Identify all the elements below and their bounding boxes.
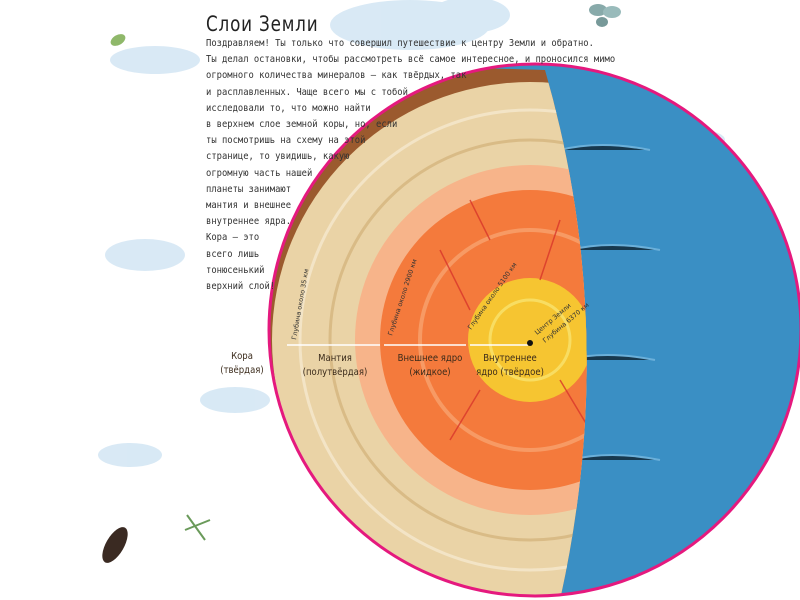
mantle-state: (полутвёрдая): [302, 367, 368, 378]
text-line: ты посмотришь на схему на этой: [206, 135, 366, 147]
text-line: Поздравляем! Ты только что совершил путе…: [206, 38, 594, 49]
inner-core-state: ядро (твёрдое): [476, 367, 544, 378]
inner-core-name: Внутреннее: [483, 353, 537, 364]
text-line: Кора – это: [206, 232, 260, 244]
text-line: Ты делал остановки, чтобы рассмотреть вс…: [206, 54, 616, 66]
text-line: тонюсенький: [206, 264, 265, 276]
text-line: внутреннее ядра.: [206, 216, 292, 228]
mantle-name: Мантия: [318, 353, 352, 364]
crust-state: (твёрдая): [220, 365, 264, 376]
outer-core-name: Внешнее ядро: [397, 353, 463, 364]
text-line: мантия и внешнее: [206, 200, 292, 211]
text-line: всего лишь: [206, 248, 260, 260]
core-veins: [439, 199, 587, 441]
text-line: исследовали то, что можно найти: [206, 102, 371, 114]
label-outer-core: Внешнее ядро (жидкое): [396, 352, 464, 380]
outer-core-ring: [418, 228, 587, 452]
dragonfly-icon: [184, 514, 211, 541]
text-line: в верхнем слое земной коры, но, если: [206, 119, 398, 130]
ocean-waves: [559, 144, 661, 461]
inner-core-ring: [488, 298, 572, 382]
label-inner-core: Внутреннее ядро (твёрдое): [472, 352, 549, 380]
page-title: Слои Земли: [206, 12, 319, 36]
text-line: и расплавленных. Чаще всего мы с тобой: [206, 86, 408, 98]
mantle-ring: [298, 108, 587, 572]
outer-core-state: (жидкое): [409, 367, 451, 378]
label-crust: Кора (твёрдая): [217, 350, 268, 378]
text-line: планеты занимают: [206, 183, 292, 195]
mantle-ring: [328, 138, 587, 542]
oak-leaf-icon: [102, 527, 128, 563]
label-mantle: Мантия (полутвёрдая): [301, 352, 369, 380]
leaf-icon: [110, 34, 126, 46]
text-line: огромного количества минералов – как твё…: [206, 70, 467, 82]
text-line: странице, то увидишь, какую: [206, 151, 350, 163]
earth-center-dot: [527, 340, 533, 346]
text-line: огромную часть нашей: [206, 167, 313, 179]
butterfly-icon: [589, 4, 621, 27]
outline-circle: [267, 62, 800, 598]
crust-name: Кора: [231, 351, 253, 362]
text-line: верхний слой!: [206, 281, 276, 292]
